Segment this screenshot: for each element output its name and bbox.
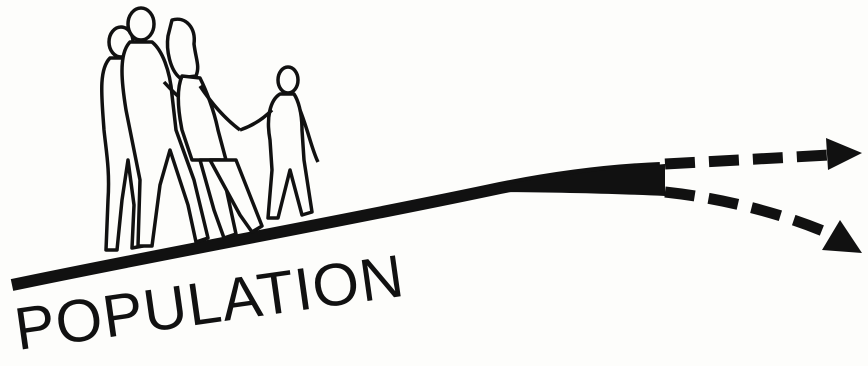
lower-arrowhead	[822, 220, 862, 253]
lower-branch-arrow	[665, 192, 835, 236]
population-label: POPULATION	[10, 242, 408, 363]
fork-wedge	[480, 164, 665, 196]
people-group	[102, 8, 318, 250]
upper-branch-arrow	[665, 155, 830, 164]
upper-arrowhead	[826, 138, 862, 170]
